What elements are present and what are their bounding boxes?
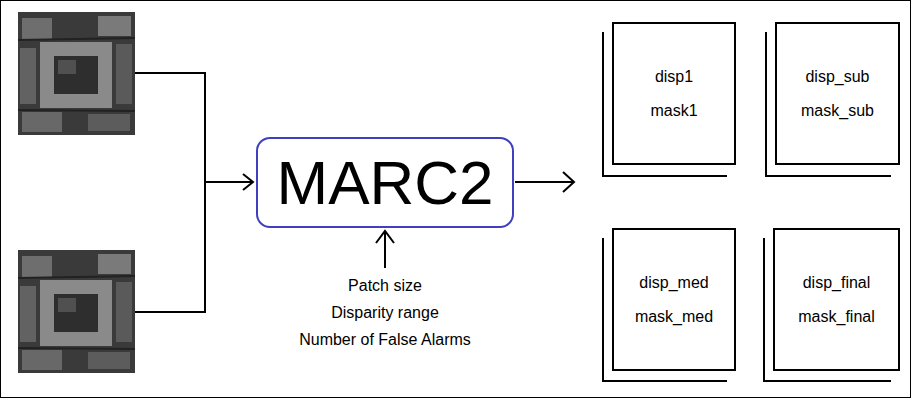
output-box: disp_sub mask_sub [775, 22, 900, 165]
node-title: disp1 [655, 68, 693, 86]
node-title: disp_sub [805, 68, 869, 86]
node-text: mask_final [798, 308, 874, 326]
output-box: disp1 mask1 [612, 22, 736, 165]
output-box: disp_final mask_final [773, 228, 900, 371]
node-title: disp_med [639, 274, 708, 292]
output-box: disp_med mask_med [612, 228, 736, 371]
parameter-list: Patch sizeDisparity rangeNumber of False… [245, 276, 525, 349]
parameter-label: Patch size [348, 276, 422, 295]
node-text: mask_sub [801, 102, 874, 120]
node-text: mask_med [635, 308, 713, 326]
parameter-label: Disparity range [331, 303, 439, 322]
process-box: MARC2 [256, 137, 514, 228]
node-text: mask1 [650, 102, 697, 120]
node-title: disp_final [803, 274, 871, 292]
node-title: MARC2 [276, 152, 493, 214]
parameter-label: Number of False Alarms [299, 330, 471, 349]
